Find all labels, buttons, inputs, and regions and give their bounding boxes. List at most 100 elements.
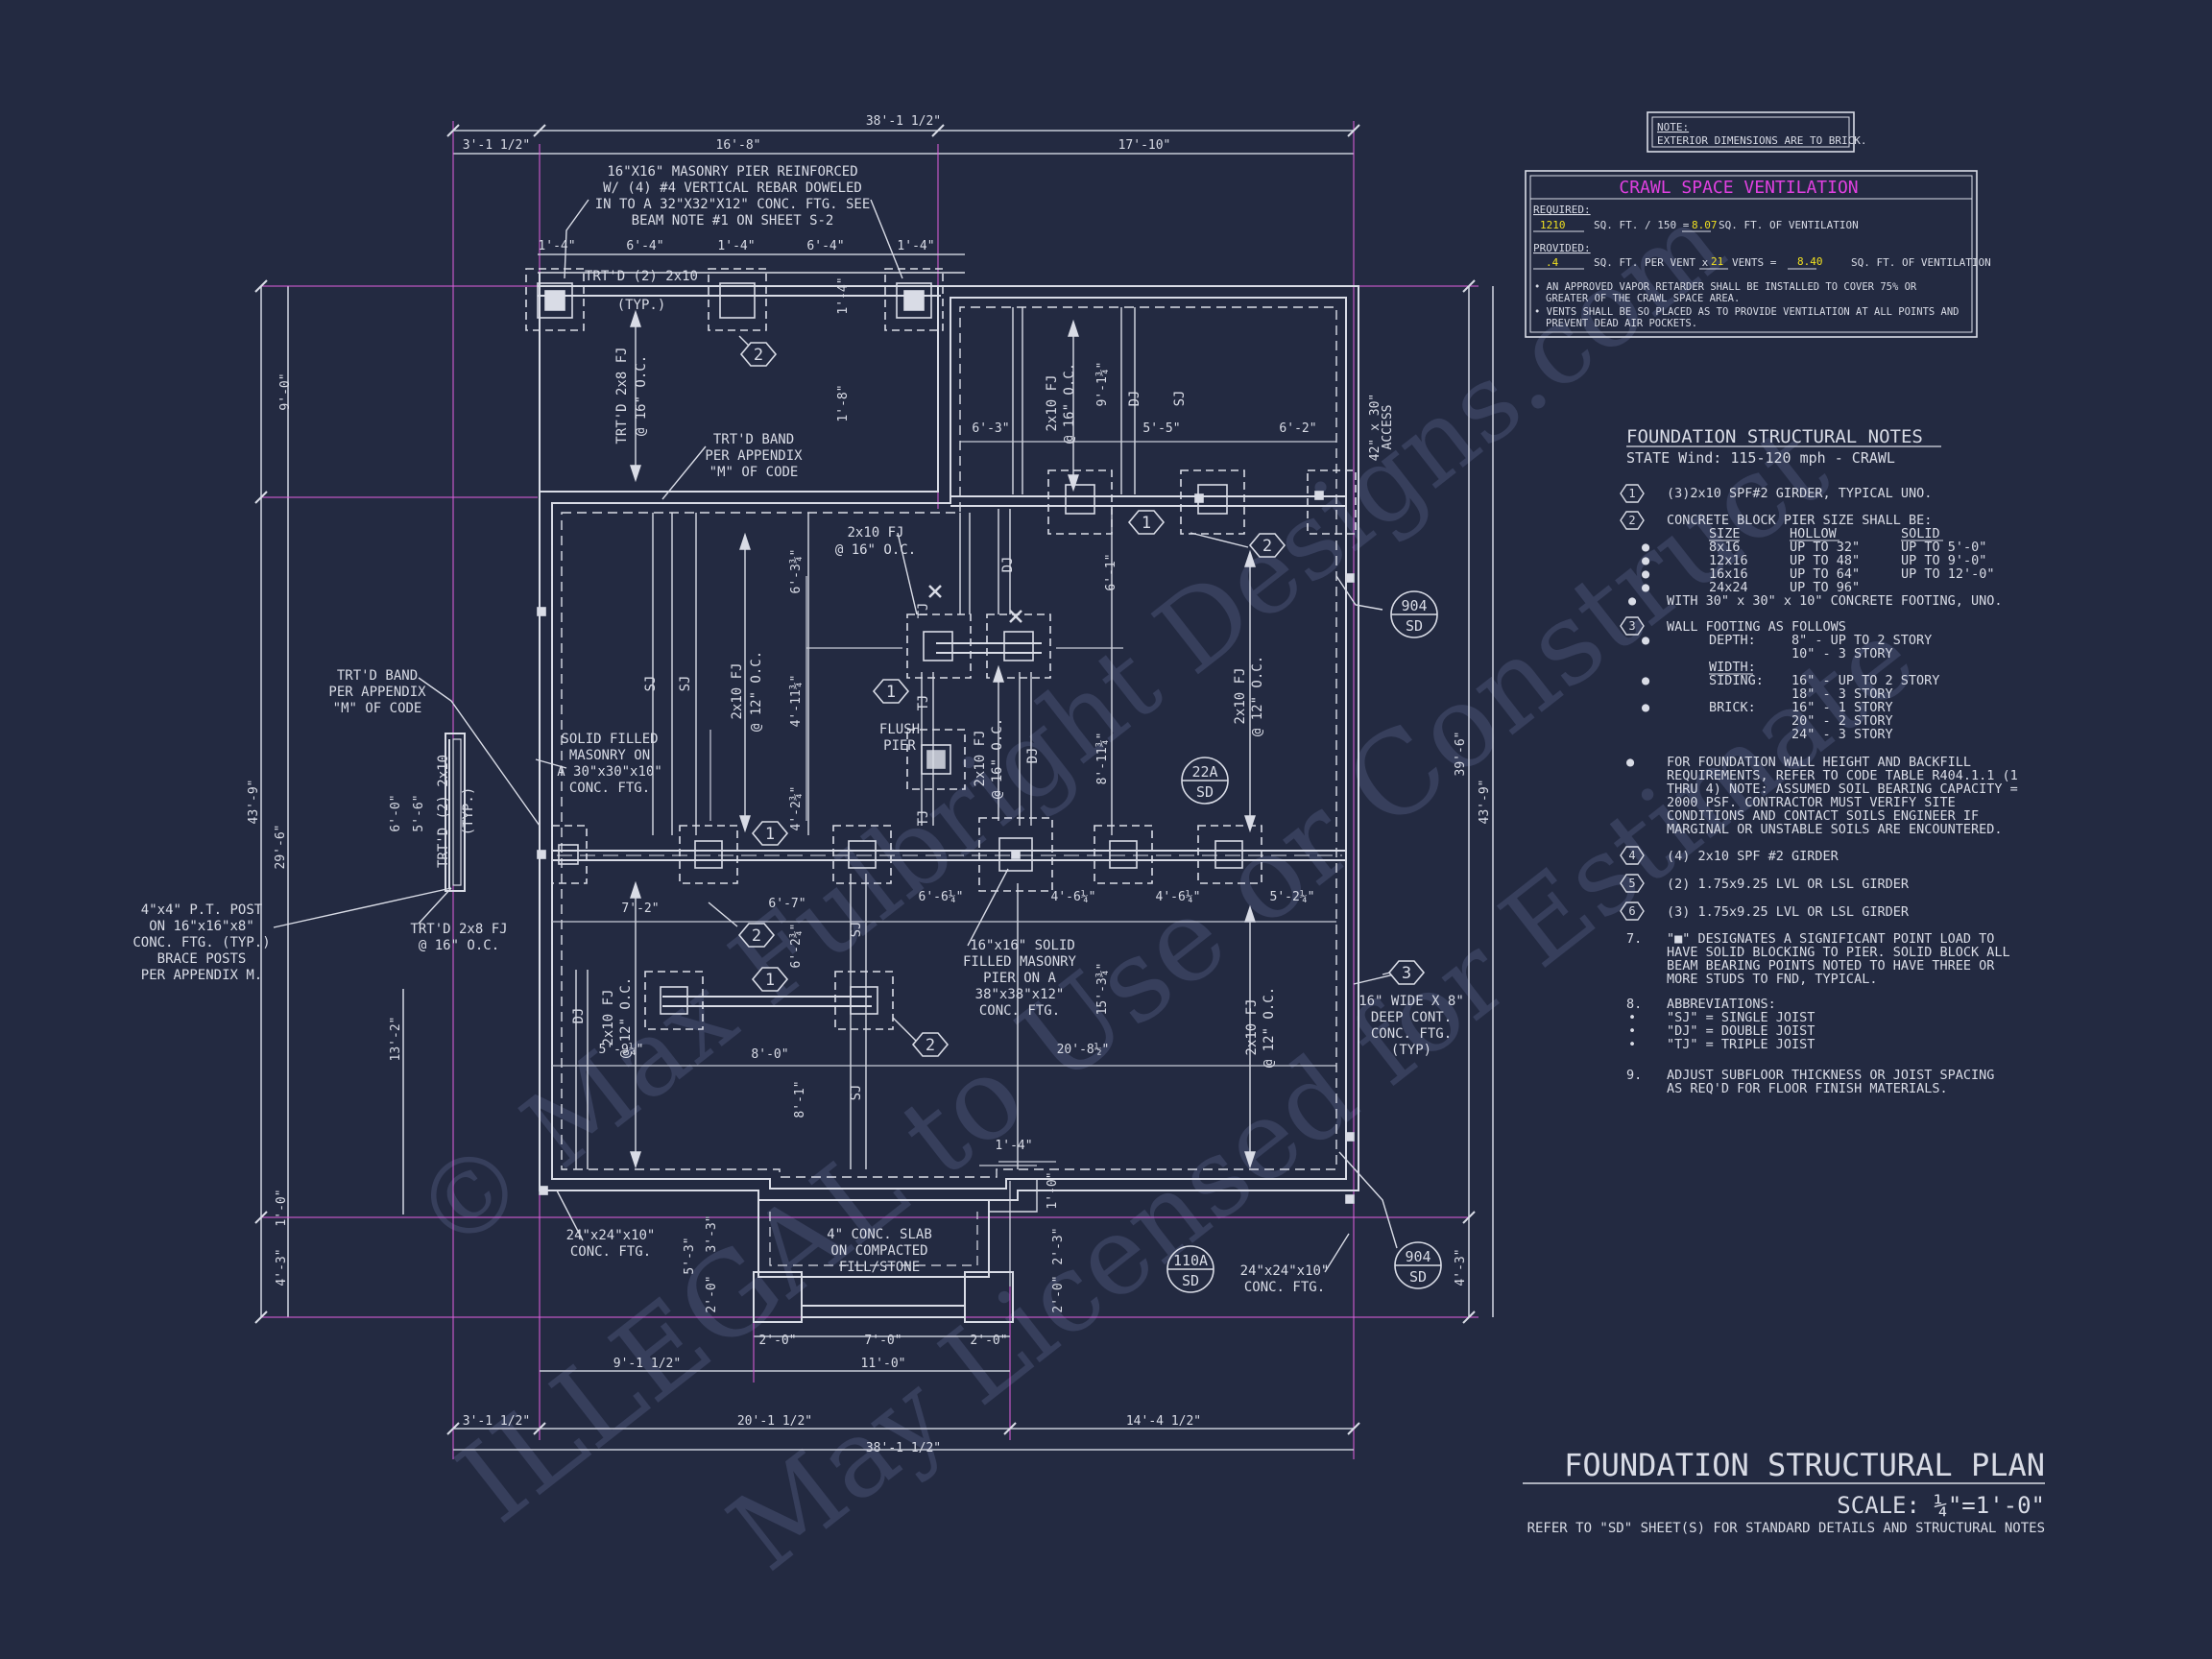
ftg-24-b-1: 24"x24"x10"	[1240, 1263, 1330, 1279]
dim-pier-2: 6'-4"	[626, 239, 663, 253]
vent-provided-vents: 21	[1711, 255, 1723, 268]
vent-provided-vents-label: VENTS =	[1732, 256, 1777, 269]
vent-required-sqft: 1210	[1540, 219, 1566, 231]
vertical-dimension-text: 9'-0" 43'-9" 29'-6" 1'-0" 4'-3" 13'-2" 4…	[247, 276, 1492, 1312]
callout-3: 3	[1402, 964, 1411, 983]
dim-in-17: 8'-1"	[793, 1080, 807, 1118]
detail-904-b: 904	[1405, 1248, 1431, 1265]
backfill-5: CONDITIONS AND CONTACT SOILS ENGINEER IF	[1667, 808, 1979, 824]
rotated-plan-labels: TRT'D 2x8 FJ @ 16" O.C. TRT'D (2) 2x10 (…	[436, 347, 1277, 1100]
oc12-b: @ 12" O.C.	[1250, 656, 1265, 736]
width-label: WIDTH:	[1709, 660, 1756, 675]
tj-3: TJ	[916, 810, 931, 827]
dim-bot-c: 14'-4 1/2"	[1126, 1414, 1201, 1429]
dj-2: DJ	[1000, 557, 1016, 573]
note-num-5: 5	[1628, 877, 1635, 890]
oc16-porch: @ 16" O.C.	[634, 355, 649, 436]
svg-text:●: ●	[1642, 553, 1650, 568]
svg-text:●: ●	[1626, 755, 1635, 770]
pier-note-1: 16"X16" MASONRY PIER REINFORCED	[607, 164, 857, 180]
vent-provided-tail: SQ. FT. OF VENTILATION	[1851, 256, 1991, 269]
pier-r3-solid: UP TO 12'-0"	[1901, 566, 1995, 582]
pier-h-solid: SOLID	[1901, 526, 1940, 541]
dim-bot-e: 11'-0"	[861, 1357, 906, 1371]
pier-r2-size: 12x16	[1709, 553, 1748, 568]
pier-r2-solid: UP TO 9'-0"	[1901, 553, 1986, 568]
dim-v-7: 8'-11¾"	[1095, 733, 1110, 785]
svg-text:●: ●	[1642, 566, 1650, 582]
dim-in-15: 8'-0"	[751, 1047, 788, 1062]
vent-provided-mid: SQ. FT. PER VENT x	[1594, 256, 1709, 269]
dim-left-overall: 43'-9"	[247, 780, 261, 825]
tj-1: TJ	[916, 603, 931, 619]
dim-in-18: 1'-4"	[995, 1139, 1032, 1153]
note-9-2: AS REQ'D FOR FLOOR FINISH MATERIALS.	[1667, 1081, 1948, 1096]
vent-required-mid: SQ. FT. / 150 =	[1594, 219, 1690, 231]
svg-text:●: ●	[1642, 700, 1650, 715]
dim-in-10: 6'-6¼"	[919, 890, 964, 904]
span-arrows	[630, 309, 1256, 1169]
pier-r4-size: 24x24	[1709, 580, 1748, 595]
plan-refer: REFER TO "SD" SHEET(S) FOR STANDARD DETA…	[1527, 1521, 2045, 1536]
note-8: ABBREVIATIONS:	[1667, 997, 1776, 1012]
detail-sd-d: SD	[1409, 1268, 1427, 1286]
cont-ftg-1: 16" WIDE X 8"	[1358, 994, 1464, 1009]
sj-2: SJ	[678, 676, 693, 692]
dim-in-6: 6'-0"	[389, 794, 403, 831]
note-8-num: 8.	[1626, 997, 1642, 1012]
detail-sd-b: SD	[1196, 783, 1214, 801]
callout-2-a: 2	[754, 346, 763, 365]
pier-note-4: BEAM NOTE #1 ON SHEET S-2	[632, 213, 834, 228]
vent-bullet-2b: PREVENT DEAD AIR POCKETS.	[1546, 318, 1697, 329]
cont-ftg-2: DEEP CONT.	[1371, 1010, 1452, 1025]
vent-provided-label: PROVIDED:	[1533, 242, 1591, 254]
plan-title: FOUNDATION STRUCTURAL PLAN	[1564, 1447, 2045, 1483]
dim-bot-d: 9'-1 1/2"	[613, 1357, 681, 1371]
dim-top-a: 3'-1 1/2"	[463, 138, 530, 153]
pier-r4-hollow: UP TO 96"	[1790, 580, 1860, 595]
note-hex-numbers: 1 2 3 4 5 6	[1628, 487, 1635, 918]
dim-in-20: 5'-3"	[683, 1237, 697, 1274]
fj-2x10-12-b: 2x10 FJ	[1233, 667, 1248, 724]
trtd-fj-left-2: @ 16" O.C.	[419, 938, 499, 953]
dim-pier-1: 1'-4"	[538, 239, 575, 253]
dim-top-overall: 38'-1 1/2"	[866, 114, 941, 129]
note-9-1: ADJUST SUBFLOOR THICKNESS OR JOIST SPACI…	[1667, 1068, 1994, 1083]
backfill-3: THRU 4) NOTE: ASSUMED SOIL BEARING CAPAC…	[1667, 781, 2018, 797]
trtd-band-1b: PER APPENDIX	[705, 448, 803, 464]
vent-provided-result: 8.40	[1797, 255, 1823, 268]
callout-2-d: 2	[926, 1036, 935, 1055]
joist-lines	[575, 307, 1136, 1169]
dim-in-16: 20'-8½"	[1057, 1043, 1110, 1057]
oc12-c: @ 12" O.C.	[618, 977, 634, 1058]
plan-scale: SCALE: ¼"=1'-0"	[1837, 1492, 2045, 1519]
dim-in-22: 2'-3"	[1051, 1227, 1066, 1264]
note-7-2: HAVE SOLID BLOCKING TO PIER. SOLID BLOCK…	[1667, 945, 2010, 960]
abbr-sj: "SJ" = SINGLE JOIST	[1667, 1010, 1815, 1025]
dj-1: DJ	[1127, 391, 1142, 407]
foundation-notes: FOUNDATION STRUCTURAL NOTES STATE Wind: …	[1626, 426, 1941, 467]
sj-1: SJ	[643, 676, 659, 692]
svg-text:●: ●	[1642, 673, 1650, 688]
svg-text:●: ●	[1642, 540, 1650, 555]
brick-1: 16" - 1 STORY	[1791, 700, 1893, 715]
note-box-text: EXTERIOR DIMENSIONS ARE TO BRICK.	[1657, 134, 1867, 147]
solid-masonry-2: MASONRY ON	[569, 748, 650, 763]
fj-2x10-16-a: 2x10 FJ	[847, 525, 903, 541]
post-note-3: CONC. FTG. (TYP.)	[132, 935, 270, 950]
dj-4: DJ	[571, 1008, 587, 1024]
trtd-girder-typ: (TYP.)	[617, 298, 666, 313]
dj-3: DJ	[1025, 748, 1041, 764]
solid-pier-2: FILLED MASONRY	[963, 954, 1077, 970]
vent-provided-sqft: .4	[1546, 256, 1559, 269]
note-2: CONCRETE BLOCK PIER SIZE SHALL BE:	[1667, 513, 1932, 528]
note-box-title: NOTE:	[1657, 121, 1689, 133]
detail-110a: 110A	[1173, 1252, 1208, 1269]
dim-in-19: 3'-3"	[705, 1214, 719, 1252]
backfill-1: FOR FOUNDATION WALL HEIGHT AND BACKFILL	[1667, 755, 1971, 770]
dim-step-b: 7'-0"	[864, 1334, 902, 1348]
fj-2x10-12-c: 2x10 FJ	[601, 989, 616, 1046]
callout-1-d: 1	[765, 971, 775, 990]
callout-1-b: 1	[886, 683, 896, 702]
